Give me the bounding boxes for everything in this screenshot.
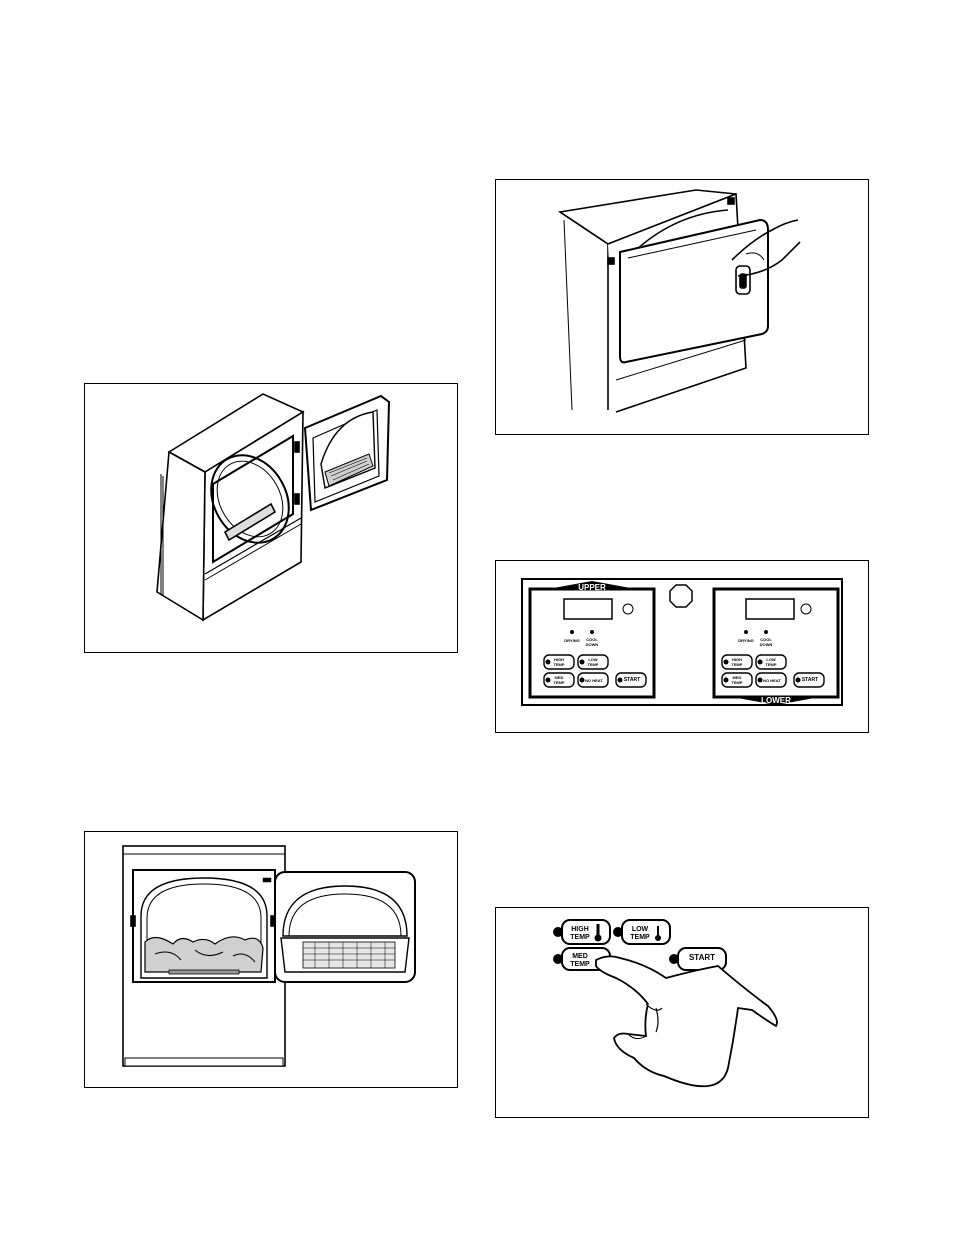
upper-no-heat-button[interactable]: NO HEAT: [578, 673, 608, 687]
figure-dryer-closing-door: [495, 179, 869, 435]
dryer-close-illustration: [496, 180, 868, 434]
upper-drying-label: DRYING: [564, 638, 579, 643]
svg-text:MED: MED: [572, 953, 588, 960]
upper-control-group: UPPER DRYING COOL DOWN HIGH TEMP LOW TEM…: [530, 581, 654, 697]
lower-low-temp-button[interactable]: LOW TEMP: [756, 655, 786, 669]
dryer-loading-illustration: [85, 832, 457, 1087]
upper-cooldown-led: [590, 630, 594, 634]
press-button-illustration: HIGH TEMP LOW TEMP MED TEMP START: [496, 908, 868, 1117]
pointing-hand: [596, 956, 777, 1086]
svg-text:TEMP: TEMP: [553, 662, 564, 667]
thermometer-icon: [655, 935, 661, 941]
lower-timer-icon: [801, 604, 811, 614]
center-coin-slot-icon: [670, 585, 692, 607]
upper-cooldown-label-2: DOWN: [586, 642, 599, 647]
svg-text:START: START: [802, 677, 818, 683]
lower-cooldown-led: [764, 630, 768, 634]
svg-text:TEMP: TEMP: [765, 662, 776, 667]
svg-text:TEMP: TEMP: [587, 662, 598, 667]
upper-header: UPPER: [578, 583, 606, 592]
thermometer-icon: [595, 935, 602, 942]
lower-cooldown-label-2: DOWN: [760, 642, 773, 647]
dryer-open-illustration: [85, 384, 457, 652]
svg-text:TEMP: TEMP: [570, 934, 590, 941]
lower-med-temp-button[interactable]: MED TEMP: [722, 673, 752, 687]
control-panel-illustration: UPPER DRYING COOL DOWN HIGH TEMP LOW TEM…: [496, 561, 868, 732]
lower-control-group: LOWER DRYING COOL DOWN HIGH TEMP LOW TEM…: [714, 589, 838, 705]
figure-press-button: HIGH TEMP LOW TEMP MED TEMP START: [495, 907, 869, 1118]
svg-text:START: START: [624, 677, 640, 683]
svg-text:TEMP: TEMP: [553, 680, 564, 685]
figure-control-panel: UPPER DRYING COOL DOWN HIGH TEMP LOW TEM…: [495, 560, 869, 733]
lower-no-heat-button[interactable]: NO HEAT: [756, 673, 786, 687]
lower-display: [746, 599, 794, 619]
lower-header: LOWER: [761, 696, 791, 705]
svg-text:HIGH: HIGH: [571, 926, 589, 933]
high-temp-button[interactable]: HIGH TEMP: [553, 920, 610, 944]
low-temp-button[interactable]: LOW TEMP: [613, 920, 670, 944]
svg-text:NO HEAT: NO HEAT: [585, 678, 603, 683]
figure-dryer-loading: [84, 831, 458, 1088]
upper-high-temp-button[interactable]: HIGH TEMP: [544, 655, 574, 669]
svg-text:TEMP: TEMP: [630, 934, 650, 941]
upper-drying-led: [570, 630, 574, 634]
upper-timer-icon: [623, 604, 633, 614]
svg-text:START: START: [689, 953, 715, 962]
lower-high-temp-button[interactable]: HIGH TEMP: [722, 655, 752, 669]
upper-low-temp-button[interactable]: LOW TEMP: [578, 655, 608, 669]
upper-display: [564, 599, 612, 619]
svg-text:LOW: LOW: [632, 926, 649, 933]
lower-drying-led: [744, 630, 748, 634]
svg-text:TEMP: TEMP: [731, 680, 742, 685]
svg-text:TEMP: TEMP: [570, 961, 590, 968]
svg-text:NO HEAT: NO HEAT: [763, 678, 781, 683]
svg-text:TEMP: TEMP: [731, 662, 742, 667]
lower-start-button[interactable]: START: [794, 673, 824, 687]
figure-dryer-door-open: [84, 383, 458, 653]
upper-start-button[interactable]: START: [616, 673, 646, 687]
upper-med-temp-button[interactable]: MED TEMP: [544, 673, 574, 687]
lower-drying-label: DRYING: [738, 638, 753, 643]
